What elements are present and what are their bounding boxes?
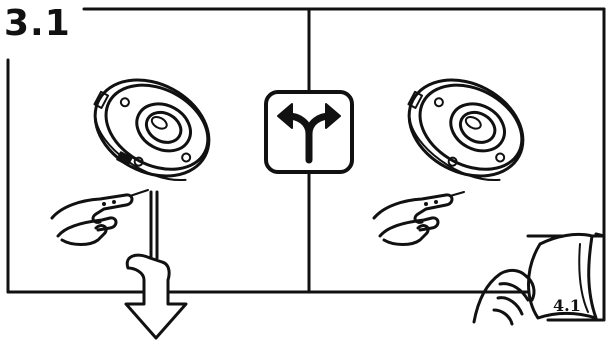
down-arrow-icon [124, 190, 188, 340]
fisheye-camera-icon [93, 78, 211, 181]
page-reference: 4.1 [553, 296, 581, 315]
fisheye-camera-icon [407, 78, 525, 181]
page-turn-hand-icon [472, 232, 606, 326]
pointing-hand-icon [50, 189, 149, 246]
pointing-hand-icon [372, 191, 465, 246]
branch-arrows-icon [264, 90, 354, 174]
step-number: 3.1 [4, 6, 77, 42]
